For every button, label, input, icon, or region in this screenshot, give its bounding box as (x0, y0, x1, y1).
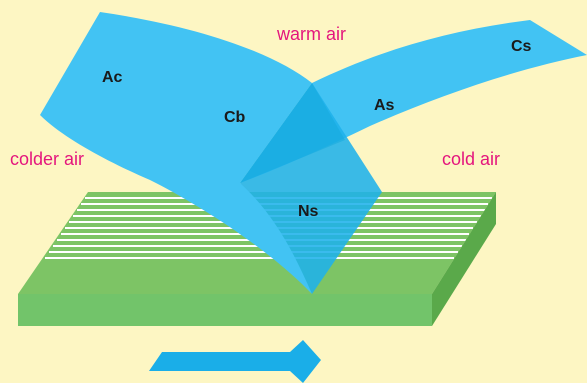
cloud-label-as: As (374, 97, 395, 114)
cloud-label-ns: Ns (298, 203, 319, 220)
cold-front-sheet (40, 12, 312, 294)
ground-side (432, 192, 496, 326)
cloud-label-cb: Cb (224, 109, 246, 126)
right-arrow-icon (149, 340, 321, 383)
cold-air-label: cold air (442, 149, 500, 169)
warm-air-label: warm air (276, 24, 346, 44)
ground-front (18, 294, 432, 326)
cloud-label-cs: Cs (511, 38, 532, 55)
cloud-label-ac: Ac (102, 69, 123, 86)
front-overlap (240, 83, 345, 183)
colder-air-label: colder air (10, 149, 84, 169)
